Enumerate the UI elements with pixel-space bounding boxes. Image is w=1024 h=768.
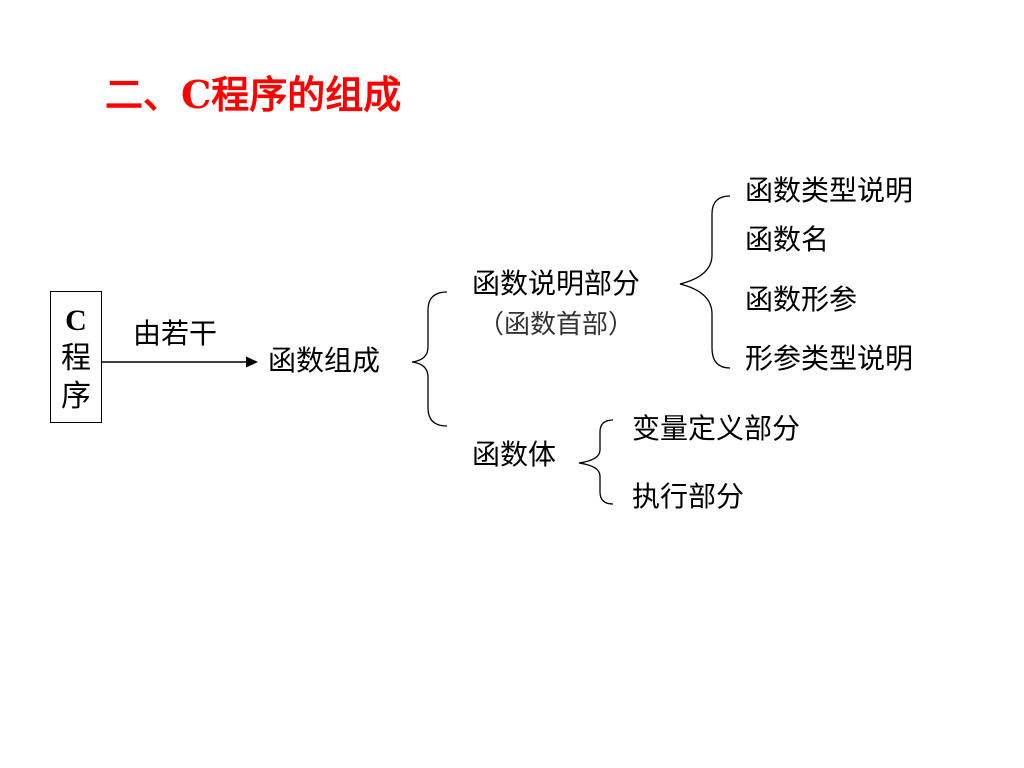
declaration-part-label: 函数说明部分 <box>472 267 641 300</box>
c-program-char: 序 <box>61 379 91 414</box>
declaration-item: 函数名 <box>745 223 830 256</box>
arrow-label: 由若干 <box>133 317 218 350</box>
slide-title: 二、C程序的组成 <box>105 72 402 117</box>
body-brace <box>578 419 614 505</box>
composition-brace <box>411 291 448 427</box>
composition-arrow-head <box>246 356 258 368</box>
c-program-box: C 程 序 <box>50 291 102 423</box>
function-composition-label: 函数组成 <box>268 344 381 377</box>
c-program-char: 程 <box>61 341 91 376</box>
c-program-char: C <box>65 304 87 337</box>
declaration-brace <box>679 195 731 369</box>
body-item: 变量定义部分 <box>632 412 801 445</box>
declaration-item: 函数形参 <box>745 283 858 316</box>
declaration-item: 函数类型说明 <box>745 174 914 207</box>
declaration-item: 形参类型说明 <box>745 342 914 375</box>
function-body-label: 函数体 <box>472 438 557 471</box>
body-item: 执行部分 <box>632 480 745 513</box>
function-header-note: （函数首部） <box>478 310 635 340</box>
